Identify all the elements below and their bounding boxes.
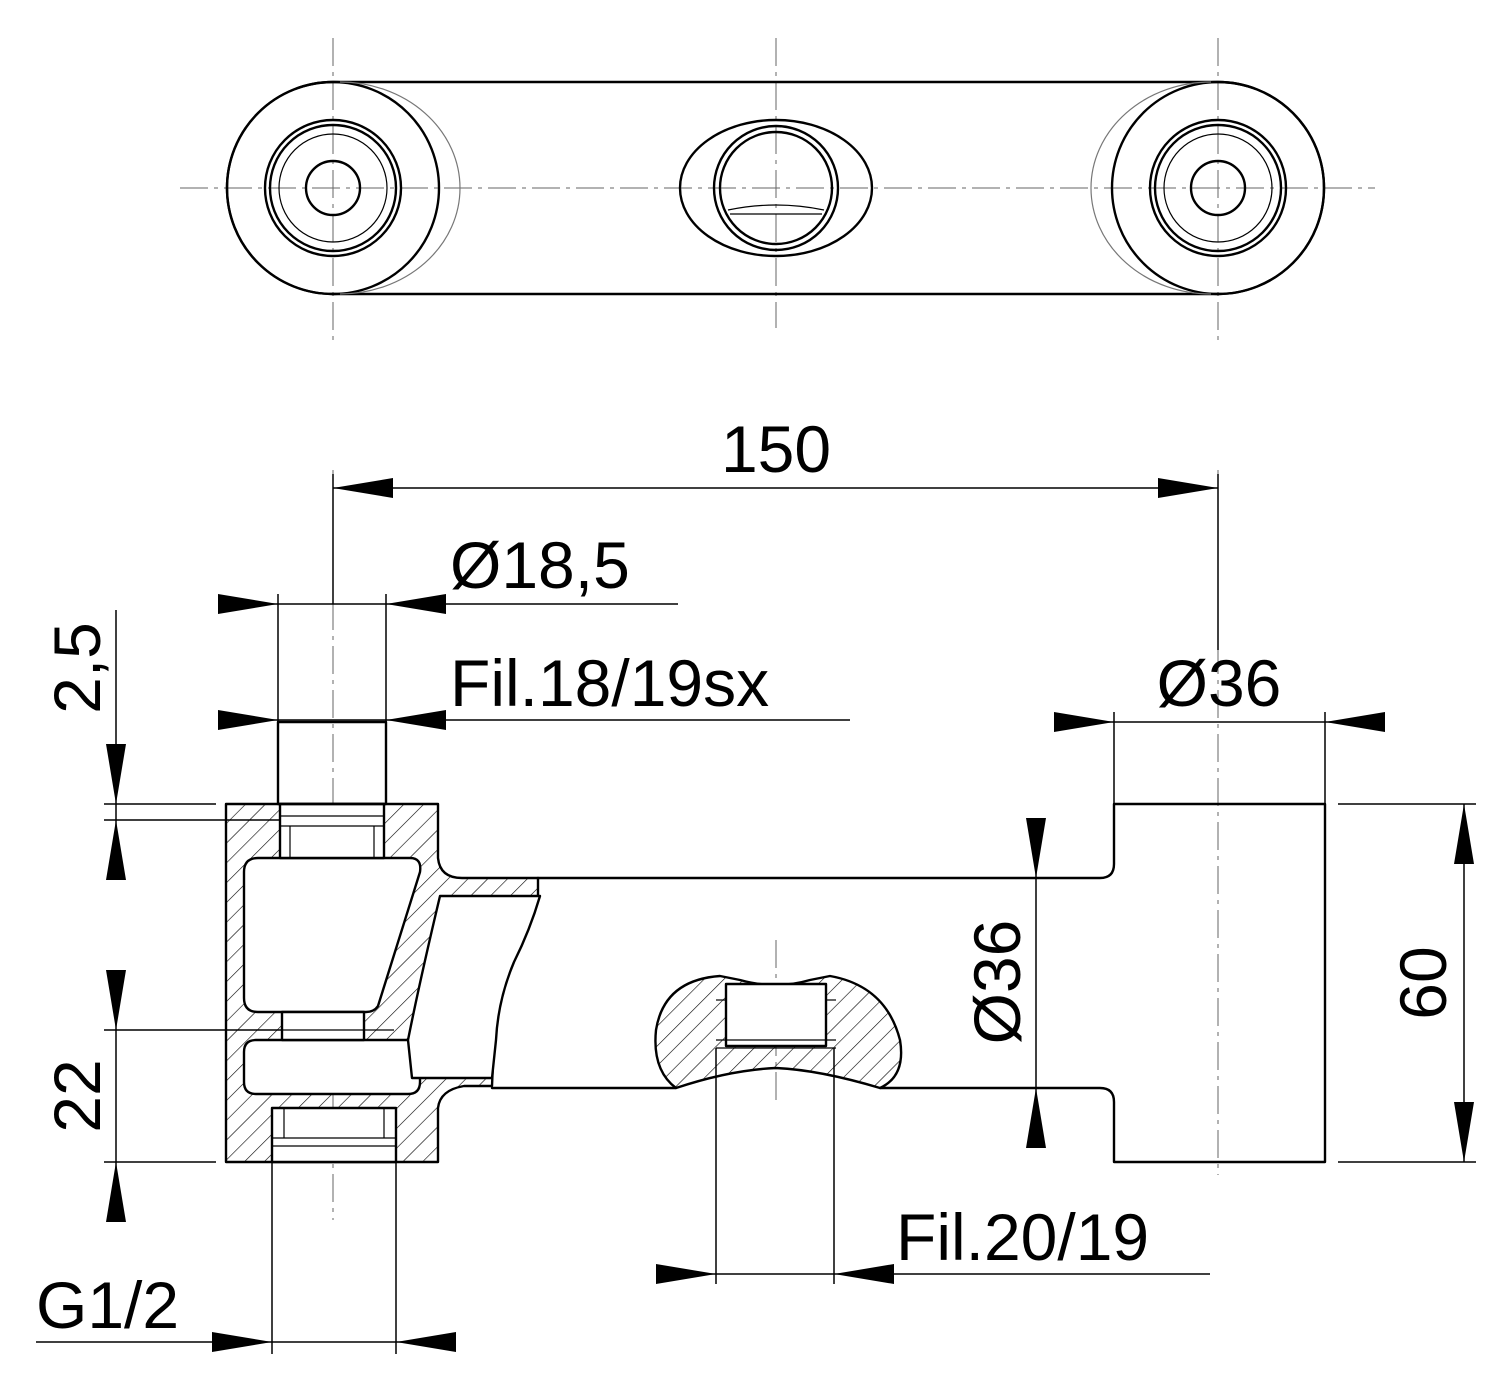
dim-22-arrow-top [106, 970, 126, 1030]
top-view-right-hole [1189, 159, 1247, 217]
dim-fil1819-arrow-right [386, 710, 446, 730]
top-view-right-bore-inner [1153, 123, 1283, 253]
top-view-middle-bore-inner [718, 130, 834, 246]
dim-d36-arrow-left [1054, 712, 1114, 732]
middle-outlet-bore [724, 982, 828, 1048]
dim-d185-arrow-left [218, 594, 278, 614]
dim-22-label: 22 [40, 1059, 114, 1132]
top-view-right-bore-thread [1163, 133, 1273, 243]
top-view [180, 38, 1375, 340]
dim-22-arrow-bottom [106, 1162, 126, 1222]
upper-nipple [276, 720, 388, 806]
dim-g12-arrow-left [212, 1332, 272, 1352]
dim-d36v-label: Ø36 [960, 920, 1034, 1045]
top-view-middle-bore-outer [712, 124, 840, 252]
dim-d185-label: Ø18,5 [450, 528, 630, 602]
dim-d36-arrow-right [1325, 712, 1385, 732]
dim-60-label: 60 [1386, 946, 1460, 1019]
dimensions: 150 Ø18,5 Fil.18/19sx Ø36 2,5 22 [36, 412, 1476, 1354]
dim-fil2019-arrow-left [656, 1264, 716, 1284]
dim-fil2019-label: Fil.20/19 [896, 1200, 1149, 1274]
dim-150-arrow-left [333, 478, 393, 498]
top-view-left-boss [225, 80, 441, 296]
dim-60-arrow-top [1454, 804, 1474, 864]
top-view-right-bore-outer [1148, 118, 1288, 258]
dim-fil1819-label: Fil.18/19sx [450, 646, 769, 720]
left-diagonal-passage [406, 894, 542, 1080]
dim-25-label: 2,5 [40, 622, 114, 714]
top-view-right-boss-shadow [1090, 81, 1212, 295]
dim-d185-arrow-right [386, 594, 446, 614]
left-mid-channel [280, 1010, 366, 1042]
dim-25-arrow-top [106, 744, 126, 804]
dim-150-arrow-right [1158, 478, 1218, 498]
top-view-right-boss [1110, 80, 1326, 296]
top-view-middle-bore-chord [727, 204, 825, 215]
dim-fil2019-arrow-right [834, 1264, 894, 1284]
dim-d36v-arrow-top [1026, 818, 1046, 878]
top-view-left-bore-thread [278, 133, 388, 243]
dim-25-arrow-bottom [106, 820, 126, 880]
dim-d36v-arrow-bottom [1026, 1088, 1046, 1148]
bridge-top-edge [536, 802, 1327, 1164]
left-lower-bore [270, 1106, 398, 1164]
dim-d36-label: Ø36 [1157, 646, 1282, 720]
dim-g12-label: G1/2 [36, 1268, 179, 1342]
left-upper-bore [278, 802, 386, 860]
top-view-left-bore-outer [263, 118, 403, 258]
left-upper-cavity [242, 856, 422, 1014]
top-view-middle-boss [678, 118, 874, 258]
dim-fil1819-arrow-left [218, 710, 278, 730]
dim-60-arrow-bottom [1454, 1102, 1474, 1162]
top-view-left-hole [304, 159, 362, 217]
section-view [224, 470, 1327, 1220]
left-lower-cavity [242, 1038, 422, 1096]
top-view-left-boss-shadow [339, 81, 461, 295]
dim-150-label: 150 [721, 412, 831, 486]
dim-g12-arrow-right [396, 1332, 456, 1352]
top-view-left-bore-inner [268, 123, 398, 253]
